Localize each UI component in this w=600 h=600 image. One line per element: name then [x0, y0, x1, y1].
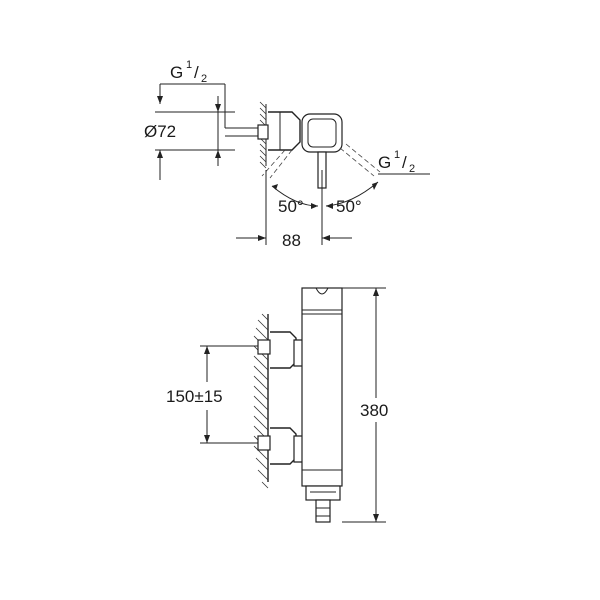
thread-top-den: 2: [201, 73, 207, 85]
spacing-label: 150±15: [166, 387, 223, 406]
thread-right-slash: /: [402, 153, 407, 172]
thread-top-num: 1: [186, 59, 192, 71]
inlet-stub-top: [257, 124, 269, 140]
thermostat-body: [301, 287, 343, 487]
inlet-upper: [257, 339, 271, 355]
thread-right-num: 1: [394, 149, 400, 161]
thread-top-label: G: [170, 63, 183, 82]
diameter-label: Ø72: [144, 122, 176, 141]
thread-right-label: G: [378, 153, 391, 172]
connector-upper: [270, 331, 297, 369]
angle-right-label: 50°: [336, 197, 362, 216]
height-label: 380: [360, 401, 388, 420]
outlet-base: [305, 485, 341, 501]
front-view: 150±15 380: [166, 287, 388, 523]
depth-label: 88: [282, 231, 301, 250]
body-outline-top: [268, 111, 301, 151]
inlet-lower: [257, 435, 271, 451]
outlet-spout: [315, 499, 331, 523]
handle-inner: [307, 118, 337, 148]
connector-lower: [270, 427, 297, 465]
thread-top-slash: /: [194, 63, 199, 82]
angle-left-label: 50°: [278, 197, 304, 216]
top-view: G 1 / 2 Ø72 G 1 / 2 50° 50° 88: [144, 59, 430, 250]
thread-right-den: 2: [409, 163, 415, 175]
